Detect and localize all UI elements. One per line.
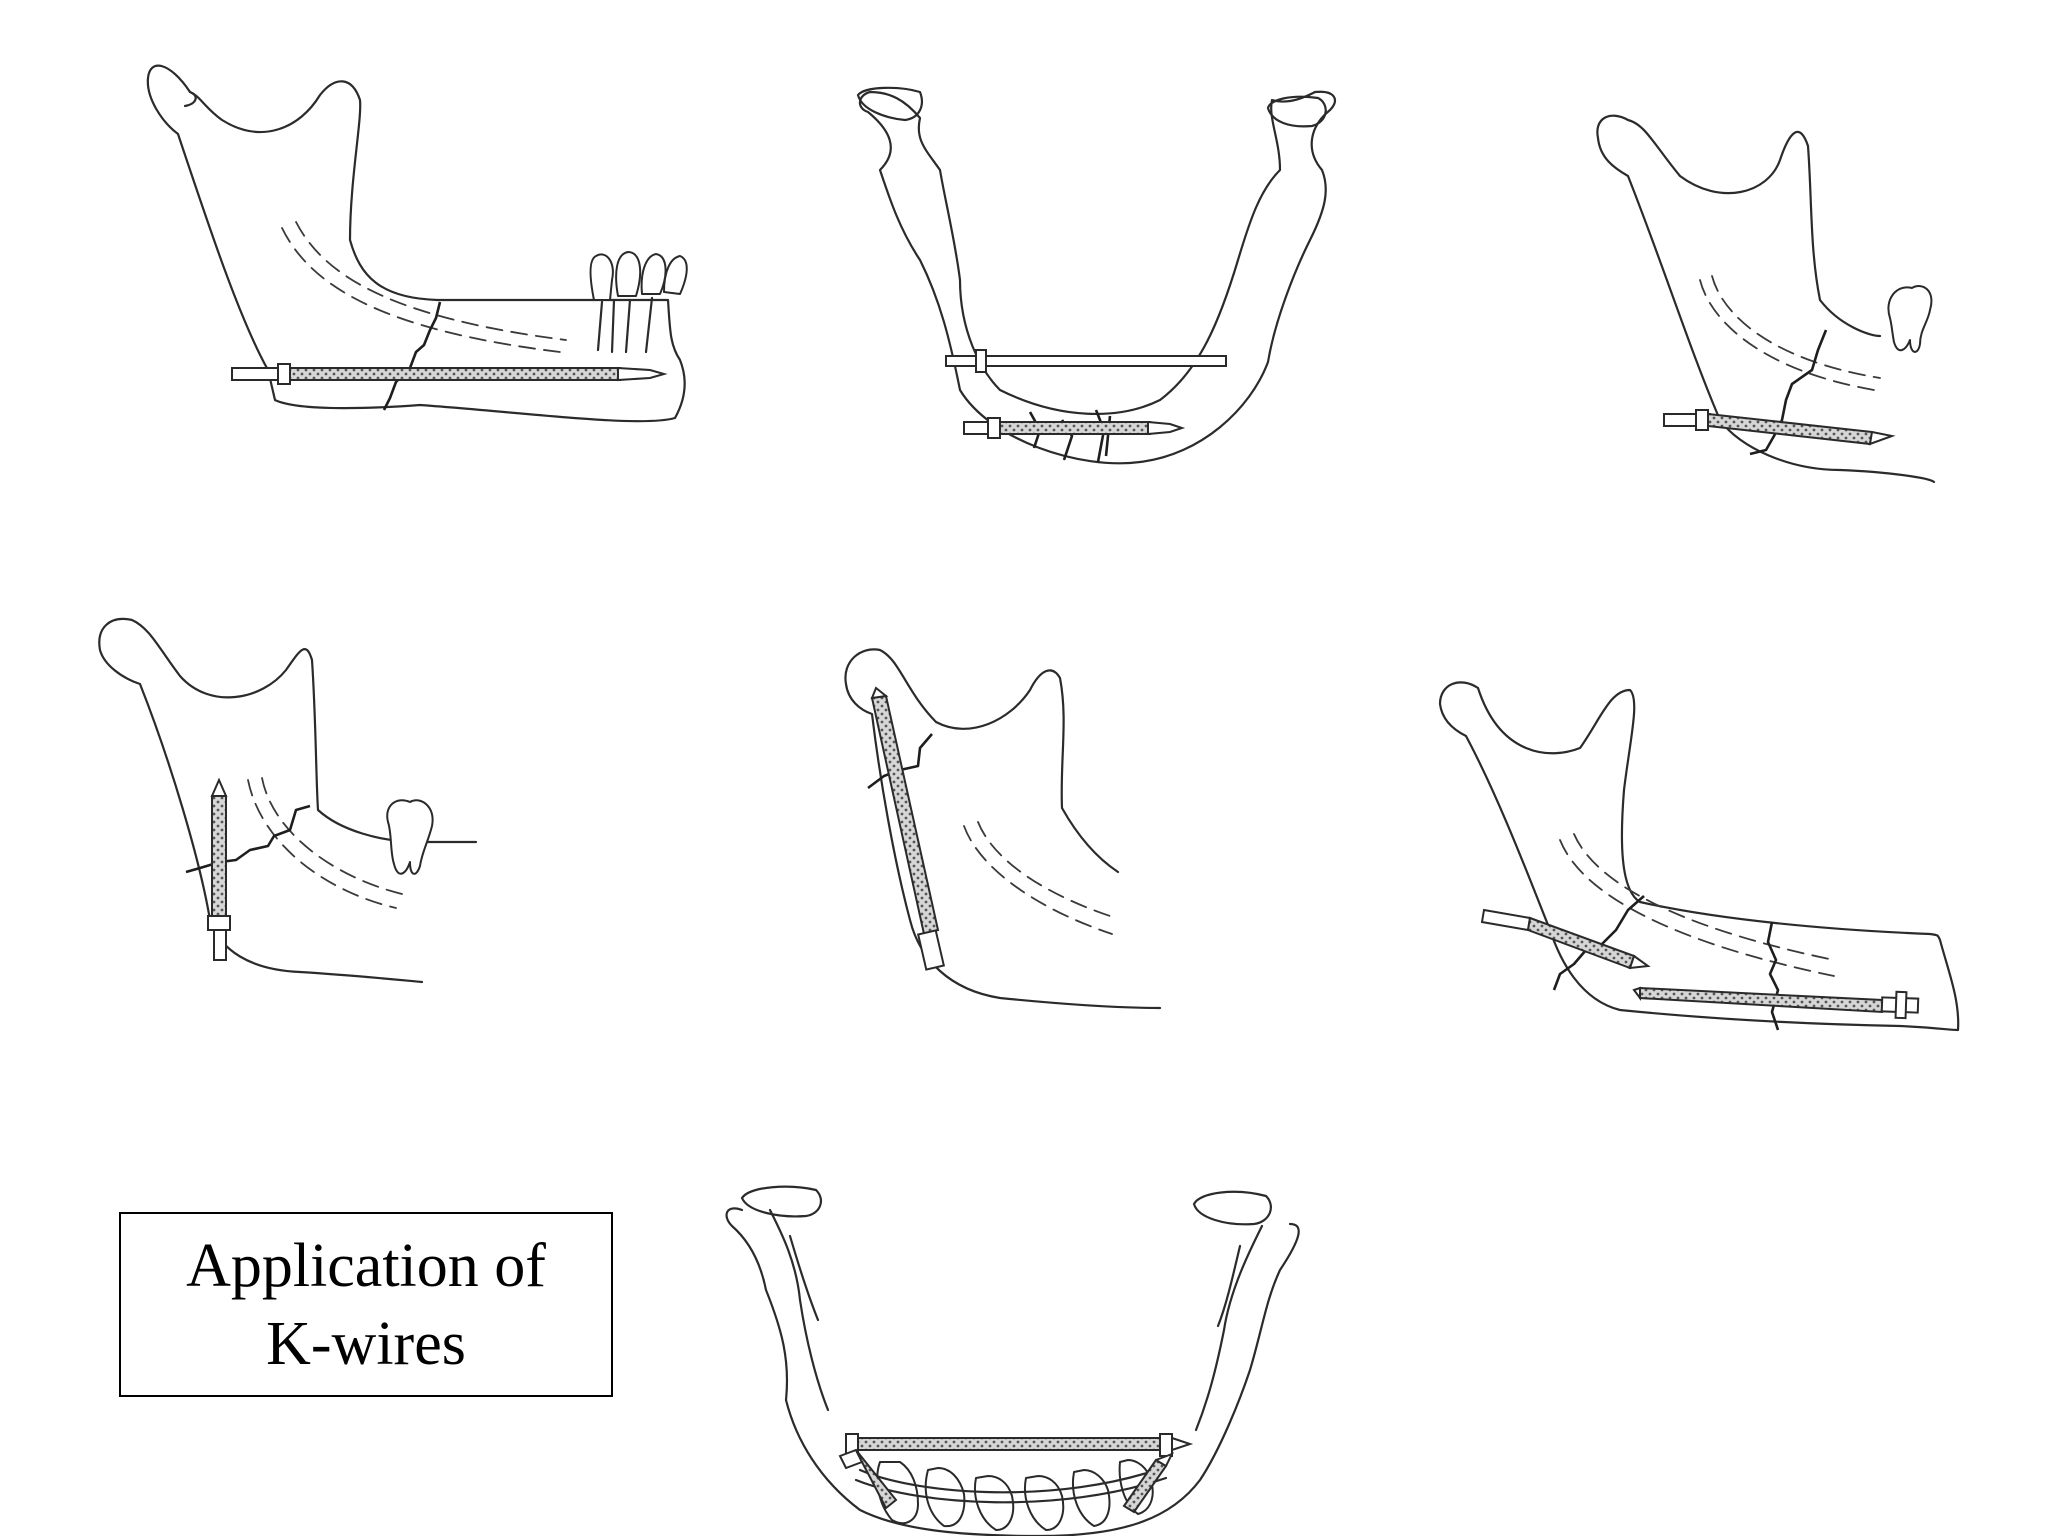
k-wire [231,363,668,385]
figure-4-lateral-mandible [98,617,478,984]
condyle-right [1192,1190,1272,1226]
coronoid-right [1216,1244,1242,1328]
fracture-line [1552,895,1780,1031]
k-wire-2 [1632,986,1920,1020]
k-wire-1 [1480,908,1651,970]
condyle-right [1266,95,1327,128]
k-wire-smooth [945,349,1227,373]
mandibular-canal [295,221,567,341]
figure-3-lateral-mandible [1596,114,1936,484]
figure-6-lateral-mandible [1438,681,1960,1032]
condyle-notch [183,90,197,108]
mandibular-canal [1573,833,1835,961]
mandibular-canal [281,227,561,353]
condyle-left [856,86,923,122]
k-wire [870,686,946,971]
figure-5-lateral-mandible [844,648,1162,1010]
fracture-line [382,301,442,411]
molar-tooth [386,799,434,875]
ramus-inner-right [1194,1224,1264,1432]
k-wire [1663,409,1896,446]
mandible-outline [146,64,686,423]
ramus-inner-left [768,1208,830,1412]
mandibular-canal [1559,839,1835,977]
fracture-line [867,733,933,790]
mandible-outline [98,617,478,984]
mandible-outline [1596,114,1936,484]
coronoid-left [788,1234,820,1322]
mandibular-canal [1711,275,1881,379]
fracture-line [1749,329,1828,456]
condyle-left [740,1185,823,1218]
k-wire-oblique [838,1448,1175,1514]
mandible-outline [725,1207,1300,1536]
k-wire-textured [963,417,1186,439]
caption-box: Application of K-wires [119,1212,613,1397]
mandibular-canal [977,821,1117,919]
caption-line-1: Application of [186,1231,546,1300]
mandible-outline [858,90,1337,465]
caption-line-2: K-wires [266,1309,466,1378]
teeth-with-arch-bar [854,1459,1168,1531]
figure-1-lateral-mandible [146,64,688,423]
k-wire-textured [845,1433,1194,1457]
fracture-line [1028,409,1112,463]
k-wire [207,777,231,961]
figure-7-frontal-mandible [725,1185,1300,1536]
mandibular-canal [1699,279,1875,391]
figure-2-frontal-mandible [856,86,1337,465]
fracture-line [185,804,311,874]
mandibular-canal [261,777,403,895]
mandibular-canal [963,825,1113,935]
molar-tooth [1887,285,1933,353]
teeth [589,251,688,354]
mandible-outline [844,648,1162,1010]
mandible-outline [1438,681,1960,1032]
mandibular-canal [247,779,397,909]
